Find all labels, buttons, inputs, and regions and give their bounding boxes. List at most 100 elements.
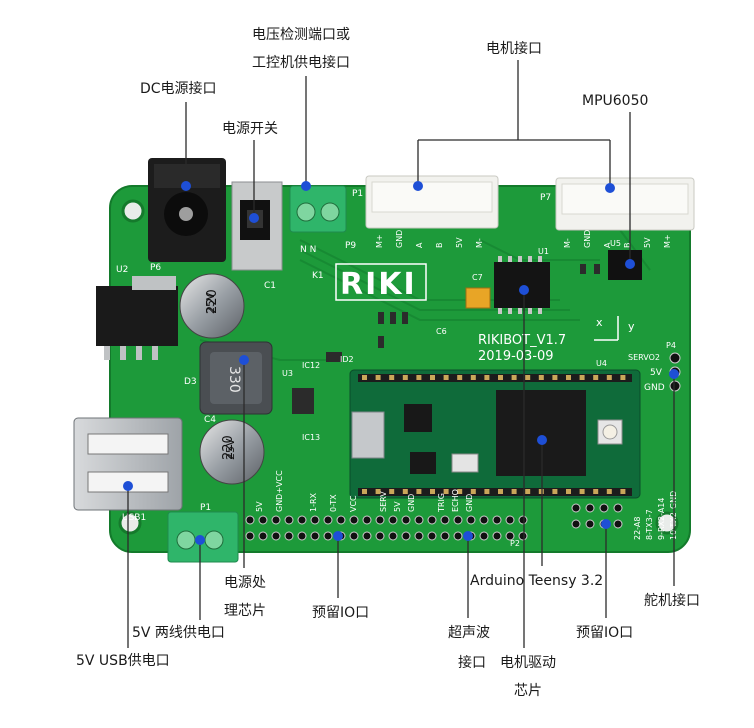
- silk-k1: K1: [312, 271, 324, 281]
- teensy-pin: [362, 375, 367, 380]
- callout-usb-power: 5V USB供电口: [76, 653, 170, 669]
- header-hole: [388, 531, 398, 541]
- callout-mpu: MPU6050: [582, 93, 649, 109]
- cap-bottom-rating: 25V: [224, 438, 237, 460]
- silk-ic13: IC13: [302, 433, 320, 442]
- teensy-pin: [525, 375, 531, 380]
- usb-port: [73, 417, 183, 511]
- header-hole: [492, 531, 502, 541]
- mount-hole-br: [655, 511, 679, 535]
- motor-pin-label: M-: [475, 238, 484, 248]
- callout-lines: [127, 60, 675, 648]
- header-hole: [453, 531, 463, 541]
- silk-c1: C1: [264, 281, 276, 291]
- teensy-pin: [579, 375, 585, 380]
- callout-teensy: Arduino Teensy 3.2: [470, 573, 604, 589]
- teensy-pin: [470, 375, 476, 380]
- header-hole: [518, 531, 528, 541]
- callout-voltage-detect-1: 电压检测端口或: [252, 27, 350, 43]
- header-hole: [414, 531, 424, 541]
- header-hole: [479, 531, 489, 541]
- silk-c6: C6: [436, 327, 447, 336]
- header-hole: [440, 531, 450, 541]
- header-hole: [284, 515, 294, 525]
- teensy-pin: [416, 375, 422, 380]
- header-hole: [440, 515, 450, 525]
- silk-id2: ID2: [340, 355, 354, 364]
- right-pin-label: 9-RX2-A14: [657, 498, 666, 540]
- teensy-board: [349, 369, 641, 499]
- motor-pin-label: M+: [375, 234, 384, 248]
- teensy-pin: [389, 489, 395, 494]
- dc-jack: [148, 158, 226, 262]
- teensy-pin: [498, 375, 503, 380]
- header-hole: [518, 515, 528, 525]
- header-hole: [245, 515, 255, 525]
- board-model: RIKIBOT_V1.7: [478, 333, 566, 348]
- motor-connector-left: [365, 175, 499, 229]
- header-hole: [245, 531, 255, 541]
- teensy-pin: [457, 375, 463, 380]
- bottom-header: [245, 515, 528, 541]
- header-hole: [453, 515, 463, 525]
- teensy-pin: [566, 375, 571, 380]
- header-hole: [349, 515, 359, 525]
- silk-p6: P6: [150, 263, 161, 273]
- callout-reserved-io-right: 预留IO口: [576, 625, 634, 641]
- motor-pin-label: GND: [395, 230, 404, 248]
- teensy-pin: [470, 489, 476, 494]
- teensy-pin: [552, 375, 558, 380]
- header-hole: [310, 515, 320, 525]
- header-hole: [414, 515, 424, 525]
- bottom-pin-label: ECHO: [451, 489, 460, 512]
- right-pin-label: 8-TX3-7: [645, 509, 654, 540]
- motor-pin-label: 5V: [643, 237, 652, 248]
- silk-p4: P4: [666, 341, 676, 350]
- silk-5v: 5V: [650, 368, 663, 378]
- callout-ultrasonic-1: 超声波: [448, 625, 490, 641]
- capacitor-bottom: 220 25V: [199, 419, 265, 485]
- teensy-pin: [525, 489, 531, 494]
- callout-motor-driver-2: 芯片: [514, 683, 542, 699]
- silk-c7: C7: [472, 273, 483, 282]
- teensy-pin: [620, 489, 626, 494]
- tantalum-cap: [465, 287, 491, 309]
- header-hole: [297, 531, 307, 541]
- teensy-pin: [430, 489, 435, 494]
- callout-power-chip-1: 电源处: [224, 575, 266, 591]
- bottom-pin-label: 1-RX: [309, 492, 318, 512]
- callout-servo-port: 舵机接口: [644, 593, 700, 609]
- header-hole: [479, 515, 489, 525]
- teensy-pin: [484, 489, 490, 494]
- teensy-pin: [498, 489, 503, 494]
- teensy-pin: [375, 375, 381, 380]
- teensy-pin: [402, 375, 408, 380]
- header-hole: [362, 515, 372, 525]
- teensy-pin: [552, 489, 558, 494]
- teensy-pin: [484, 375, 490, 380]
- header-hole: [297, 515, 307, 525]
- header-hole: [492, 515, 502, 525]
- bottom-pin-label: 5V: [255, 501, 264, 512]
- silk-servo2: SERVO2: [628, 353, 660, 362]
- teensy-pin: [538, 375, 544, 380]
- callout-power-switch: 电源开关: [222, 121, 278, 137]
- callout-motor-driver-1: 电机驱动: [500, 655, 556, 671]
- motor-connector-right: [555, 177, 695, 231]
- teensy-pin: [389, 375, 395, 380]
- header-hole: [258, 531, 268, 541]
- silk-c4: C4: [204, 415, 216, 425]
- motor-driver-chip: [494, 256, 550, 314]
- bottom-pin-label: 0-TX: [329, 494, 338, 512]
- mount-hole-tl: [121, 199, 145, 223]
- silk-u5: U5: [610, 239, 621, 248]
- motor-pin-label: B: [623, 243, 632, 249]
- bottom-pin-label: 5V: [393, 501, 402, 512]
- silk-p9-pins: N N: [300, 245, 316, 255]
- axis-marker: [594, 316, 619, 341]
- callout-dc-power: DC电源接口: [140, 81, 217, 97]
- header-hole: [427, 515, 437, 525]
- silk-u2: U2: [116, 265, 128, 275]
- silk-u1: U1: [538, 247, 549, 256]
